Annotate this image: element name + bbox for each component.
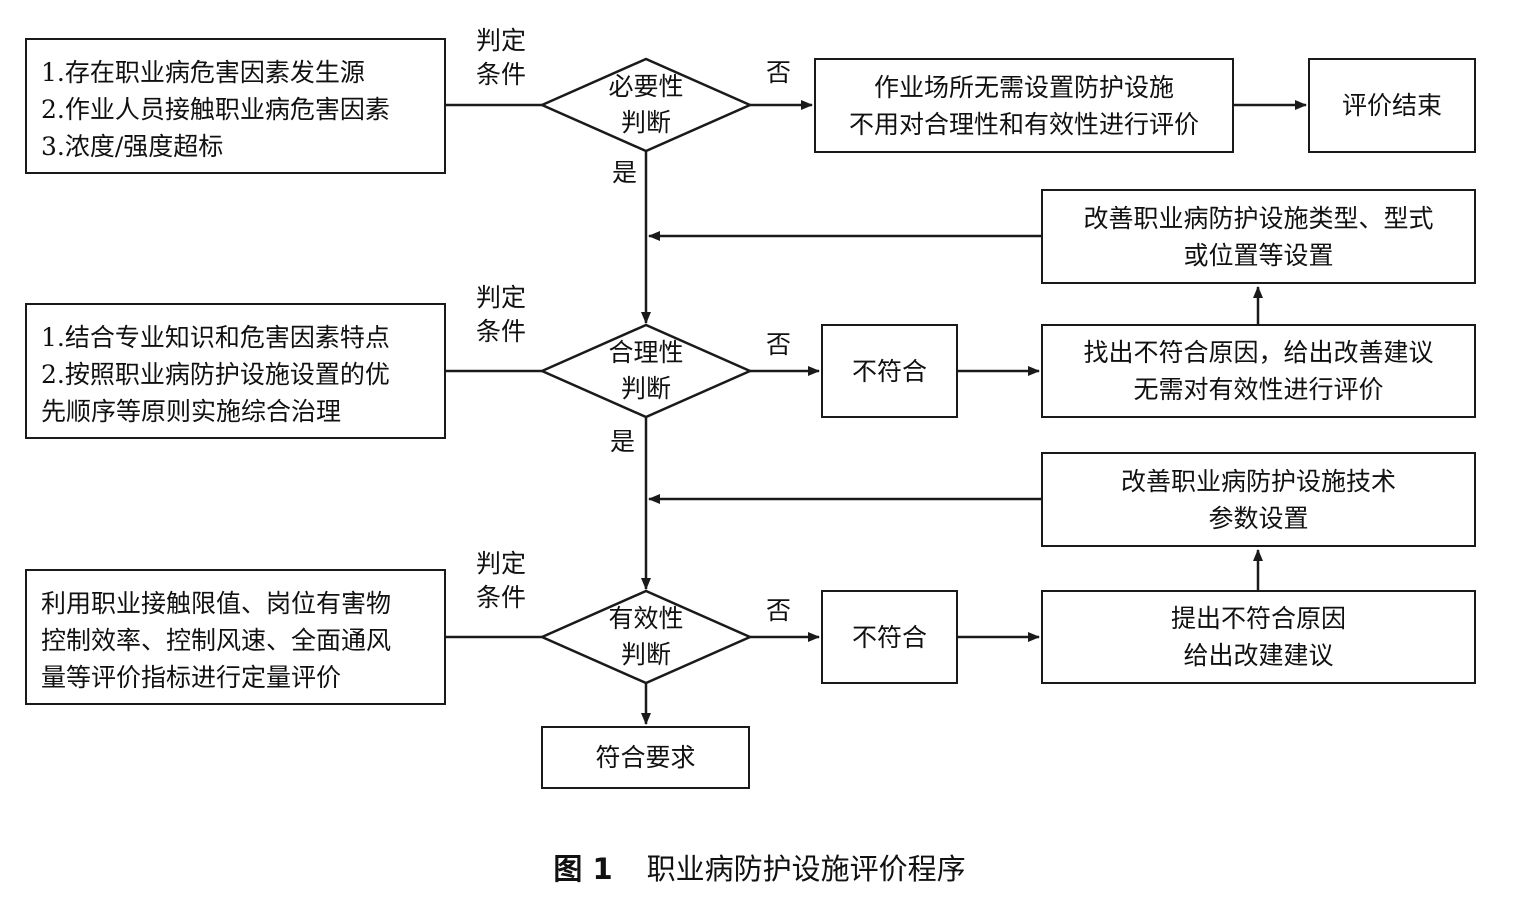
criteria-1-line-3: 3.浓度/强度超标 bbox=[41, 132, 224, 161]
improve-type-box: 改善职业病防护设施类型、型式 或位置等设置 bbox=[1041, 189, 1476, 284]
decision-3-line-2: 判断 bbox=[620, 640, 671, 669]
criteria-3-line-2: 控制效率、控制风速、全面通风 bbox=[41, 626, 392, 655]
criteria-box-3: 利用职业接触限值、岗位有害物 控制效率、控制风速、全面通风 量等评价指标进行定量… bbox=[25, 569, 446, 705]
decision-2-line-2: 判断 bbox=[620, 374, 671, 403]
not-compliant-box-1: 不符合 bbox=[821, 324, 958, 418]
no-label-1: 否 bbox=[766, 58, 792, 87]
condition-label-2-line-1: 判定 bbox=[476, 283, 527, 312]
condition-label-1: 判定 条件 bbox=[476, 24, 526, 92]
criteria-2-line-2: 2.按照职业病防护设施设置的优 bbox=[41, 360, 390, 389]
find-reason-line-2: 无需对有效性进行评价 bbox=[1133, 375, 1384, 404]
decision-3-text: 有效性 判断 bbox=[576, 601, 716, 673]
improve-type-line-2: 或位置等设置 bbox=[1183, 240, 1334, 270]
end-box: 评价结束 bbox=[1308, 58, 1476, 153]
decision-1-line-1: 必要性 bbox=[608, 72, 684, 101]
propose-reason-line-2: 给出改建建议 bbox=[1183, 641, 1334, 670]
no-need-line-1: 作业场所无需设置防护设施 bbox=[873, 72, 1174, 102]
propose-reason-line-1: 提出不符合原因 bbox=[1170, 604, 1346, 633]
figure-title: 职业病防护设施评价程序 bbox=[646, 852, 966, 886]
condition-label-2-line-2: 条件 bbox=[476, 317, 527, 346]
criteria-3-line-3: 量等评价指标进行定量评价 bbox=[41, 663, 342, 692]
find-reason-line-1: 找出不符合原因，给出改善建议 bbox=[1083, 338, 1434, 367]
figure-caption: 图 1 职业病防护设施评价程序 bbox=[0, 846, 1519, 888]
compliant-box: 符合要求 bbox=[541, 726, 750, 789]
yes-label-2: 是 bbox=[610, 427, 636, 456]
condition-label-3-line-2: 条件 bbox=[476, 583, 527, 612]
yes-label-1: 是 bbox=[612, 158, 638, 187]
no-need-box: 作业场所无需设置防护设施 不用对合理性和有效性进行评价 bbox=[814, 58, 1234, 153]
condition-label-3: 判定 条件 bbox=[476, 547, 526, 615]
no-label-2: 否 bbox=[766, 330, 792, 359]
criteria-2-line-1: 1.结合专业知识和危害因素特点 bbox=[41, 323, 390, 352]
find-reason-box: 找出不符合原因，给出改善建议 无需对有效性进行评价 bbox=[1041, 324, 1476, 418]
condition-label-1-line-1: 判定 bbox=[476, 26, 527, 55]
not-compliant-box-2: 不符合 bbox=[821, 590, 958, 684]
condition-label-1-line-2: 条件 bbox=[476, 60, 527, 89]
decision-2-text: 合理性 判断 bbox=[576, 335, 716, 407]
improve-type-line-1: 改善职业病防护设施类型、型式 bbox=[1083, 203, 1434, 233]
criteria-box-2: 1.结合专业知识和危害因素特点 2.按照职业病防护设施设置的优 先顺序等原则实施… bbox=[25, 303, 446, 439]
improve-param-box: 改善职业病防护设施技术 参数设置 bbox=[1041, 452, 1476, 547]
decision-1-text: 必要性 判断 bbox=[576, 69, 716, 141]
decision-3-line-1: 有效性 bbox=[608, 604, 684, 633]
criteria-1-line-2: 2.作业人员接触职业病危害因素 bbox=[41, 95, 390, 124]
propose-reason-box: 提出不符合原因 给出改建建议 bbox=[1041, 590, 1476, 684]
no-label-3: 否 bbox=[766, 596, 792, 625]
decision-1-line-2: 判断 bbox=[620, 108, 671, 137]
criteria-2-line-3: 先顺序等原则实施综合治理 bbox=[41, 397, 342, 426]
no-need-line-2: 不用对合理性和有效性进行评价 bbox=[848, 109, 1199, 139]
criteria-1-line-1: 1.存在职业病危害因素发生源 bbox=[41, 58, 365, 87]
criteria-3-line-1: 利用职业接触限值、岗位有害物 bbox=[41, 589, 392, 618]
criteria-box-1: 1.存在职业病危害因素发生源 2.作业人员接触职业病危害因素 3.浓度/强度超标 bbox=[25, 38, 446, 174]
condition-label-3-line-1: 判定 bbox=[476, 549, 527, 578]
condition-label-2: 判定 条件 bbox=[476, 281, 526, 349]
improve-param-line-1: 改善职业病防护设施技术 bbox=[1120, 466, 1396, 496]
improve-param-line-2: 参数设置 bbox=[1208, 503, 1309, 533]
figure-number: 图 1 bbox=[553, 852, 613, 886]
decision-2-line-1: 合理性 bbox=[608, 338, 684, 367]
